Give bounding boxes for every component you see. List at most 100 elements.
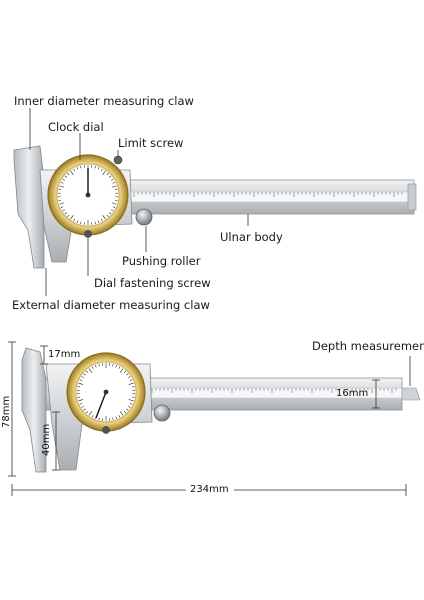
- dim-label-17mm: 17mm: [48, 349, 81, 360]
- dial-fastening-screw-icon: [84, 230, 92, 238]
- dial-tick: [115, 364, 117, 368]
- dial-tick: [98, 363, 100, 367]
- dial-tick: [97, 166, 100, 170]
- top-dial-center: [85, 192, 91, 198]
- dial-tick: [81, 376, 84, 379]
- dial-tick: [79, 403, 83, 405]
- dial-tick: [112, 417, 114, 421]
- dial-tick: [73, 218, 76, 222]
- dim-label-16mm: 16mm: [336, 388, 369, 399]
- dial-tick: [67, 214, 70, 218]
- dial-tick: [94, 165, 96, 169]
- dial-tick: [64, 175, 68, 178]
- dial-tick: [128, 376, 131, 379]
- dial-tick: [111, 185, 117, 188]
- dial-tick: [91, 366, 94, 369]
- dial-tick: [76, 166, 79, 170]
- bottom-pushing-roller-icon: [153, 404, 171, 422]
- bottom-beam-ticks: [151, 388, 397, 393]
- dial-tick: [118, 366, 121, 369]
- dim-label-78mm: 78mm: [1, 395, 12, 428]
- dial-tick: [79, 379, 83, 381]
- label-depth-measurement: Depth measurement: [312, 339, 424, 353]
- dial-tick: [59, 185, 65, 188]
- dial-tick: [73, 168, 76, 172]
- dial-tick: [60, 206, 64, 209]
- dial-tick: [80, 165, 82, 169]
- bottom-dial-ticks: [77, 363, 135, 421]
- bottom-fixed-jaw: [21, 347, 47, 473]
- dial-tick: [95, 364, 97, 368]
- dial-tick: [81, 405, 84, 408]
- dial-tick: [70, 170, 74, 175]
- dial-tick: [62, 178, 65, 181]
- dial-tick: [88, 411, 93, 416]
- dial-tick: [118, 415, 121, 418]
- dial-tick: [100, 218, 103, 222]
- top-caliper: [13, 108, 417, 296]
- dial-tick: [128, 405, 131, 408]
- dial-tick: [62, 209, 65, 212]
- dial-tick: [83, 408, 86, 411]
- bottom-dial-center: [103, 389, 109, 395]
- top-depth-rod-end: [407, 183, 417, 211]
- dial-tick: [106, 172, 109, 176]
- dial-tick: [88, 368, 93, 373]
- dial-tick: [129, 379, 133, 381]
- dial-tick: [119, 368, 124, 373]
- dial-tick: [126, 373, 129, 376]
- dial-tick: [70, 215, 74, 220]
- dial-tick: [108, 212, 112, 215]
- dial-tick: [111, 209, 114, 212]
- label-clock-dial: Clock dial: [48, 120, 104, 134]
- dial-tick: [112, 206, 116, 209]
- bottom-dial-needle: [95, 391, 107, 419]
- label-limit-screw: Limit screw: [118, 136, 184, 150]
- dial-tick: [98, 417, 100, 421]
- dial-tick: [94, 221, 96, 225]
- bottom-depth-rod: [401, 387, 421, 401]
- dial-tick: [97, 220, 100, 224]
- label-ulnar-body: Ulnar body: [220, 230, 283, 244]
- dial-tick: [112, 363, 114, 367]
- dial-tick: [78, 382, 84, 385]
- dial-tick: [106, 214, 109, 218]
- dial-tick: [119, 411, 124, 416]
- dial-tick: [123, 411, 127, 414]
- dial-tick: [102, 215, 106, 220]
- dial-tick: [126, 408, 129, 411]
- label-inner-diameter-claw: Inner diameter measuring claw: [14, 94, 194, 108]
- dial-tick: [78, 399, 84, 402]
- pushing-roller-icon: [135, 208, 153, 226]
- label-dial-fastening-screw: Dial fastening screw: [94, 276, 211, 290]
- dial-tick: [128, 382, 134, 385]
- dial-tick: [108, 175, 112, 178]
- dial-tick: [76, 220, 79, 224]
- dial-tick: [85, 370, 89, 373]
- dial-tick: [85, 411, 89, 414]
- dial-tick: [102, 170, 106, 175]
- limit-screw-icon: [113, 155, 123, 165]
- dial-tick: [64, 212, 68, 215]
- dial-tick: [111, 202, 117, 205]
- label-pushing-roller: Pushing roller: [122, 254, 201, 268]
- dim-label-234mm: 234mm: [190, 484, 229, 495]
- dial-tick: [115, 416, 117, 420]
- label-external-diameter-claw: External diameter measuring claw: [12, 298, 210, 312]
- dial-tick: [129, 403, 133, 405]
- dial-tick: [59, 202, 65, 205]
- dial-tick: [91, 415, 94, 418]
- dial-tick: [80, 221, 82, 225]
- top-beam-scale-strip: [129, 191, 409, 203]
- dial-tick: [111, 178, 114, 181]
- dial-tick: [100, 168, 103, 172]
- top-fixed-jaw: [13, 145, 45, 269]
- dial-tick: [128, 399, 134, 402]
- dial-tick: [60, 181, 64, 184]
- bottom-caliper: [8, 341, 421, 496]
- dial-tick: [112, 181, 116, 184]
- bottom-fastening-screw-icon: [102, 426, 110, 434]
- dial-tick: [83, 373, 86, 376]
- top-dial-ticks: [58, 165, 118, 225]
